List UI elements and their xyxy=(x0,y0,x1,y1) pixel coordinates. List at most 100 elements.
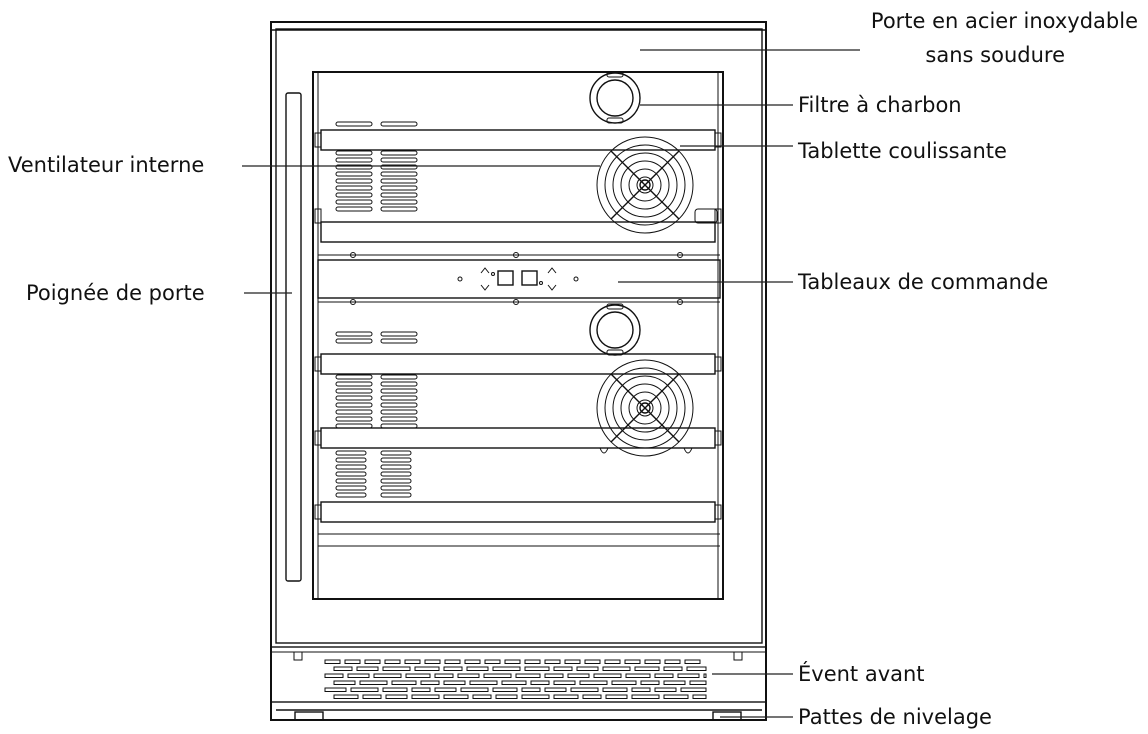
grille-slot xyxy=(457,673,480,678)
grille-slot xyxy=(521,694,550,699)
vent-slot xyxy=(335,402,373,408)
vent-slot xyxy=(335,157,373,163)
fan-strut xyxy=(610,373,680,443)
grille-slot xyxy=(414,666,440,671)
vent-slot xyxy=(380,331,418,337)
vent-slot xyxy=(335,381,373,387)
label-sliding-shelf: Tablette coulissante xyxy=(797,139,1007,163)
grille-slot xyxy=(680,687,707,692)
grille-slot xyxy=(684,659,701,664)
vent-slot xyxy=(335,409,373,415)
fan-ring xyxy=(620,160,670,210)
grille-slot xyxy=(521,687,541,692)
front-vent xyxy=(270,646,767,703)
vent-slot xyxy=(380,185,418,191)
grille-slot xyxy=(677,673,700,678)
fan-ring xyxy=(628,168,662,202)
vent-slot xyxy=(335,171,373,177)
grille-slot xyxy=(460,687,489,692)
vent-slot xyxy=(335,464,367,470)
grille-slot xyxy=(524,666,550,671)
sliding-shelf-1 xyxy=(314,129,722,151)
vent-slot xyxy=(335,121,373,127)
grille-slot xyxy=(689,680,707,685)
grille-slot xyxy=(686,666,707,671)
sliding-shelf-2 xyxy=(314,208,722,243)
grille-slot xyxy=(350,687,379,692)
grille-slot xyxy=(443,694,469,699)
grille-slot xyxy=(582,694,602,699)
sliding-shelf-4 xyxy=(314,427,722,454)
carbon-filter-bottom xyxy=(589,303,641,356)
label-door-line1: Porte en acier inoxydable xyxy=(871,9,1138,33)
grille-slot xyxy=(604,659,621,664)
grille-slot xyxy=(504,659,521,664)
fan-ring xyxy=(596,359,694,457)
vent-slot xyxy=(335,374,373,380)
grille-slot xyxy=(434,673,454,678)
stainless-door-frame xyxy=(275,28,763,644)
grille-slot xyxy=(515,673,541,678)
grille-slot xyxy=(611,680,637,685)
vent-slot xyxy=(380,381,418,387)
vent-slot xyxy=(380,121,418,127)
grille-slot xyxy=(567,673,590,678)
grille-slot xyxy=(472,694,492,699)
grille-slot xyxy=(501,680,527,685)
grille-slot xyxy=(333,666,353,671)
grille-slot xyxy=(663,694,689,699)
grille-slot xyxy=(469,680,498,685)
grille-slot xyxy=(692,694,707,699)
lower-vent-slots xyxy=(335,331,418,498)
vent-slot xyxy=(380,171,418,177)
label-door-handle: Poignée de porte xyxy=(26,281,205,305)
vent-slot xyxy=(380,450,412,456)
grille-slot xyxy=(373,673,402,678)
grille-slot xyxy=(405,673,431,678)
fan-ring xyxy=(596,136,694,234)
grille-slot xyxy=(624,659,641,664)
vent-slot xyxy=(380,457,412,463)
vent-slot xyxy=(380,199,418,205)
vent-slot xyxy=(335,206,373,212)
grille-slot xyxy=(570,687,599,692)
grille-slot xyxy=(347,673,370,678)
grille-slot xyxy=(576,666,599,671)
vent-slot xyxy=(335,338,373,344)
internal-fan-bottom xyxy=(596,359,694,457)
label-front-vent: Évent avant xyxy=(798,661,925,686)
cabinet-outer xyxy=(270,21,767,721)
fan-ring xyxy=(612,152,678,218)
grille-slot xyxy=(324,659,341,664)
grille-slot xyxy=(579,680,608,685)
grille-slot xyxy=(553,666,573,671)
vent-slot xyxy=(380,206,418,212)
grille-slot xyxy=(492,666,521,671)
grille-slot xyxy=(466,666,489,671)
grille-slot xyxy=(640,680,660,685)
grille-slot xyxy=(483,673,512,678)
label-internal-fan: Ventilateur interne xyxy=(8,153,204,177)
fan-ring xyxy=(636,399,654,417)
vent-slot xyxy=(335,199,373,205)
vent-slot xyxy=(380,471,412,477)
sliding-shelf-5 xyxy=(314,501,722,547)
grille-slot xyxy=(484,659,501,664)
grille-slot xyxy=(333,694,359,699)
fan-ring xyxy=(628,391,662,425)
grille-slot xyxy=(333,680,356,685)
grille-slot xyxy=(411,694,440,699)
vent-slot xyxy=(380,395,418,401)
vent-slot xyxy=(335,478,367,484)
vent-slot xyxy=(335,164,373,170)
grille-slot xyxy=(553,680,576,685)
vent-slot xyxy=(335,388,373,394)
vent-slot xyxy=(335,471,367,477)
grille-slot xyxy=(492,687,518,692)
leader-lines xyxy=(242,49,860,718)
fan-hub xyxy=(639,402,651,414)
upper-vent-slots xyxy=(335,121,418,212)
grille-slot xyxy=(384,659,401,664)
grille-slot xyxy=(703,673,707,678)
